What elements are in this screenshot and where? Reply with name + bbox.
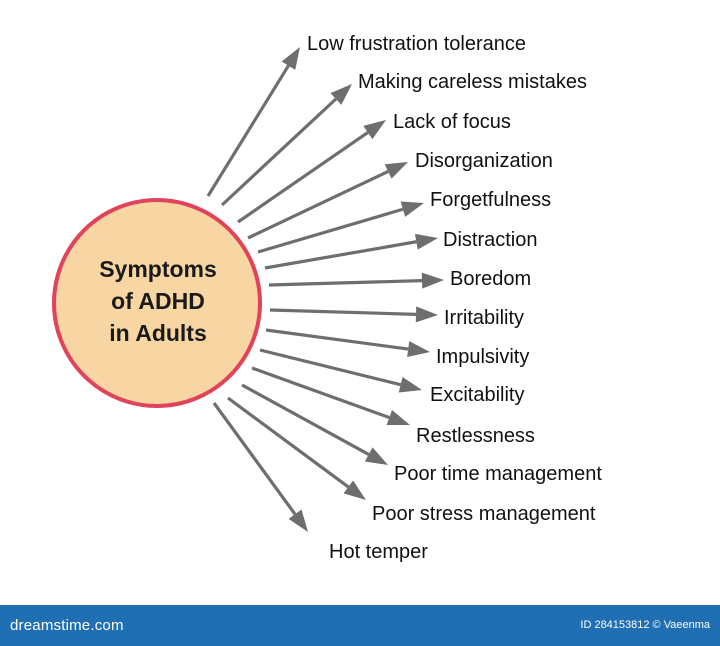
symptom-label: Distraction [443, 229, 537, 251]
arrow-shaft-6 [264, 240, 417, 270]
arrow-shaft-7 [268, 279, 423, 287]
symptom-label: Hot temper [329, 541, 428, 563]
arrow-head-7 [421, 272, 444, 289]
arrow-shaft-3 [237, 131, 369, 224]
arrow-head-12 [364, 447, 388, 465]
footer-bar: dreamstime.com ID 284153812 © Vaeenma [0, 605, 720, 646]
arrow-head-13 [343, 480, 366, 500]
footer-logo[interactable]: dreamstime.com [10, 617, 124, 634]
arrow-head-14 [288, 509, 308, 532]
center-title-line-1: Symptoms [99, 256, 217, 282]
symptom-label: Disorganization [415, 150, 553, 172]
symptom-label: Poor time management [394, 463, 602, 485]
symptom-label: Low frustration tolerance [307, 33, 526, 55]
arrows-group [206, 47, 444, 532]
arrow-head-9 [407, 341, 430, 358]
center-title-line-3: in Adults [109, 320, 207, 346]
symptom-label: Poor stress management [372, 503, 596, 525]
arrow-shaft-9 [265, 328, 409, 351]
arrow-shaft-12 [241, 383, 370, 456]
symptom-label: Irritability [444, 307, 524, 329]
arrow-shaft-13 [227, 396, 350, 489]
arrow-head-11 [386, 410, 410, 426]
arrow-head-3 [363, 120, 386, 140]
footer-image-id: ID 284153812 © Vaeenma [580, 619, 710, 631]
arrow-head-4 [384, 162, 408, 179]
arrow-head-5 [400, 201, 424, 217]
center-circle [52, 198, 262, 408]
arrow-head-2 [330, 84, 352, 105]
arrow-shaft-8 [269, 308, 417, 316]
arrow-shaft-10 [259, 348, 402, 387]
symptom-label: Lack of focus [393, 111, 511, 133]
center-title-line-2: of ADHD [111, 288, 205, 314]
adhd-diagram: Symptoms of ADHD in Adults Low frustrati… [52, 33, 602, 563]
arrow-head-8 [415, 306, 438, 323]
symptom-label: Making careless mistakes [358, 71, 587, 93]
symptom-label: Excitability [430, 384, 524, 406]
arrow-head-10 [398, 376, 422, 393]
arrow-shaft-5 [257, 207, 404, 254]
arrow-head-1 [281, 47, 300, 70]
symptom-label: Boredom [450, 268, 531, 290]
symptom-label: Restlessness [416, 425, 535, 447]
symptom-label: Impulsivity [436, 346, 529, 368]
arrow-shaft-4 [247, 169, 389, 240]
symptom-label: Forgetfulness [430, 189, 551, 211]
arrow-head-6 [414, 233, 438, 250]
arrow-shaft-14 [212, 402, 297, 516]
arrow-shaft-11 [251, 366, 390, 420]
arrow-shaft-1 [206, 64, 290, 197]
arrow-shaft-2 [220, 97, 337, 207]
